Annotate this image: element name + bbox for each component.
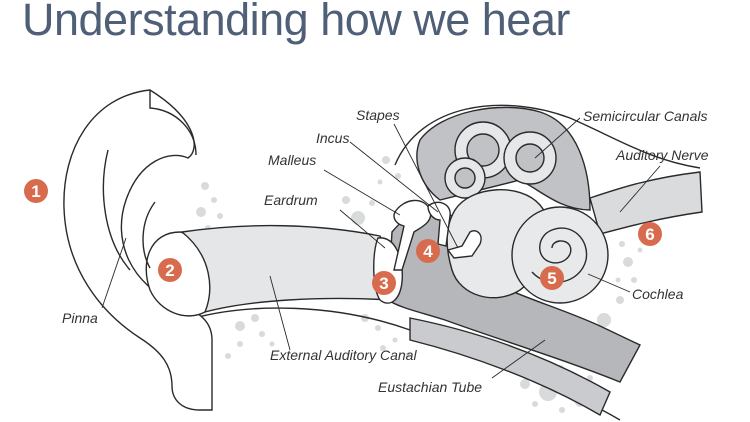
page-title: Understanding how we hear <box>22 0 570 45</box>
label-cochlea: Cochlea <box>632 286 684 302</box>
badge-3-number: 3 <box>379 274 388 293</box>
badge-2-number: 2 <box>165 261 174 280</box>
semicircular-canals-shape <box>444 121 557 199</box>
badge-3: 3 <box>372 271 396 295</box>
external-auditory-canal-shape <box>180 224 396 314</box>
badge-4: 4 <box>416 239 440 263</box>
cochlea-shape <box>511 206 609 304</box>
pinna-shape <box>63 89 213 411</box>
badge-2: 2 <box>158 258 182 282</box>
badge-5-number: 5 <box>547 269 556 288</box>
label-semicircular-canals: Semicircular Canals <box>583 108 707 124</box>
auditory-nerve-shape <box>589 171 703 235</box>
label-external-auditory-canal: External Auditory Canal <box>270 347 417 363</box>
stapes-shape <box>446 230 482 259</box>
badge-6-number: 6 <box>645 225 654 244</box>
badge-6: 6 <box>638 222 662 246</box>
leader-lines <box>101 117 661 379</box>
ossicles-shape <box>393 199 482 271</box>
label-eardrum: Eardrum <box>264 192 318 208</box>
label-malleus: Malleus <box>268 152 316 168</box>
label-auditory-nerve: Auditory Nerve <box>615 147 709 163</box>
label-eustachian-tube: Eustachian Tube <box>378 379 482 395</box>
eustachian-tube-shape <box>409 317 611 417</box>
label-incus: Incus <box>316 130 349 146</box>
badge-1: 1 <box>24 179 48 203</box>
badge-4-number: 4 <box>423 242 433 261</box>
badge-1-number: 1 <box>31 182 40 201</box>
incus-shape <box>427 201 451 247</box>
label-pinna: Pinna <box>62 310 98 326</box>
badge-5: 5 <box>540 266 564 290</box>
skull-outline <box>394 104 701 169</box>
malleus-shape <box>393 199 432 271</box>
label-stapes: Stapes <box>356 107 400 123</box>
